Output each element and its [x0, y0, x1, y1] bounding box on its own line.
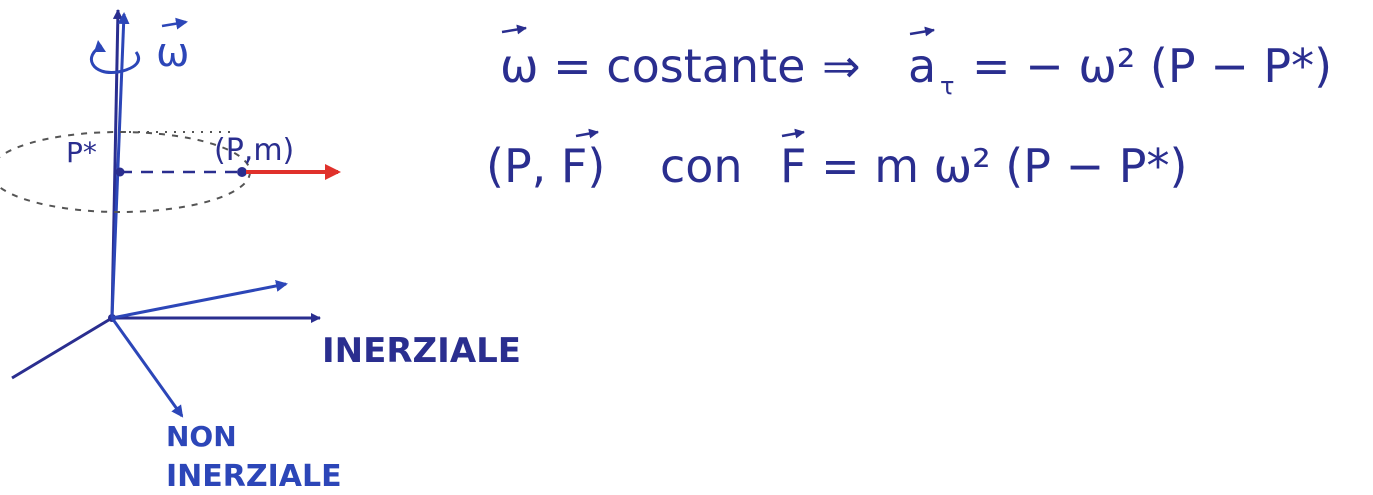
eq1-acc-subscript: τ	[940, 72, 954, 100]
equation-line-2: (P, F) con F = m ω² (P − P*)	[486, 128, 1187, 193]
omega-vector-label: ω	[156, 17, 190, 76]
non-inertial-x-axis	[111, 280, 288, 320]
non-inertial-frame	[110, 12, 288, 418]
eq2-con: con	[660, 139, 743, 193]
rotation-arrow-icon	[89, 40, 141, 74]
p-star-label: P*	[66, 136, 97, 169]
equation-line-1: ω = costante ⇒ a τ = − ω² (P − P*)	[500, 24, 1332, 100]
circular-orbit	[0, 131, 251, 213]
non-inertial-z-axis	[110, 12, 130, 319]
eq1-rhs: = − ω² (P − P*)	[972, 39, 1332, 93]
eq1-implies-arrow: ⇒	[822, 39, 861, 93]
eq1-lhs: ω = costante	[500, 39, 805, 93]
eq2-pair: (P, F)	[486, 139, 605, 193]
non-inertial-label-line2: INERZIALE	[166, 459, 342, 494]
omega-symbol: ω	[156, 30, 190, 76]
eq2-force-vector-arrow-icon	[781, 128, 805, 139]
non-inertial-label-line1: NON	[166, 420, 237, 453]
eq2-force: F = m ω² (P − P*)	[780, 139, 1187, 193]
non-inertial-y-axis	[110, 317, 184, 418]
eq2-pair-vector-arrow-icon	[575, 128, 599, 139]
eq1-acc-vector-arrow-icon	[909, 26, 935, 37]
center-point-p-star	[115, 167, 125, 177]
point-p	[237, 167, 247, 177]
inertial-y-axis	[11, 316, 113, 380]
eq1-acceleration: a	[908, 39, 936, 93]
eq1-omega-vector-arrow-icon	[501, 24, 527, 35]
vector-arrow-icon	[161, 17, 188, 30]
inertial-label: INERZIALE	[322, 331, 521, 371]
point-mass-label: (P,m)	[214, 133, 294, 168]
